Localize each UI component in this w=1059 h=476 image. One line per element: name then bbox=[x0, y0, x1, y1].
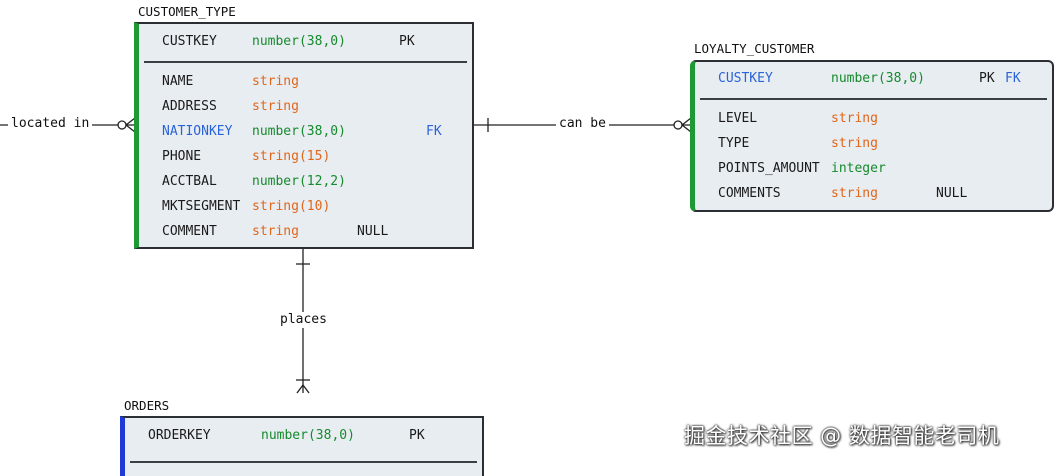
null-marker: NULL bbox=[936, 186, 968, 201]
pk-marker: PK bbox=[979, 71, 995, 86]
fk-marker: FK bbox=[426, 124, 442, 139]
column-name: ACCTBAL bbox=[162, 174, 217, 189]
column-name: LEVEL bbox=[718, 111, 758, 126]
pk-marker: PK bbox=[409, 428, 425, 443]
column-name: NATIONKEY bbox=[162, 124, 233, 139]
pk-marker: PK bbox=[399, 34, 415, 49]
can-be-zero-symbol bbox=[673, 120, 683, 130]
can-be-crow-lower bbox=[681, 124, 692, 133]
orders-title: ORDERS bbox=[124, 398, 170, 413]
column-name: TYPE bbox=[718, 136, 750, 151]
places-crow-left bbox=[296, 384, 304, 394]
column-name: COMMENT bbox=[162, 224, 217, 239]
loyalty-customer-entity[interactable]: CUSTKEY number(38,0) PK FK LEVEL string … bbox=[690, 60, 1054, 212]
column-type: string bbox=[252, 224, 299, 239]
orders-entity[interactable]: ORDERKEY number(38,0) PK bbox=[120, 416, 484, 476]
column-name: CUSTKEY bbox=[718, 71, 773, 86]
column-type: string bbox=[831, 136, 878, 151]
column-name: NAME bbox=[162, 74, 194, 89]
watermark: 掘金技术社区 @ 数据智能老司机 bbox=[684, 424, 1000, 448]
column-name: PHONE bbox=[162, 149, 202, 164]
loyalty-customer-title: LOYALTY_CUSTOMER bbox=[694, 41, 815, 56]
column-type: number(38,0) bbox=[252, 124, 346, 139]
column-name: MKTSEGMENT bbox=[162, 199, 241, 214]
located-in-crow-upper bbox=[125, 117, 136, 126]
column-name: ORDERKEY bbox=[148, 428, 211, 443]
can-be-label: can be bbox=[556, 116, 609, 132]
located-in-label: located in bbox=[8, 116, 93, 132]
column-type: number(38,0) bbox=[831, 71, 925, 86]
places-crow-right bbox=[302, 384, 310, 394]
key-separator bbox=[700, 98, 1047, 100]
fk-marker: FK bbox=[1005, 71, 1021, 86]
key-separator bbox=[144, 61, 467, 63]
located-in-zero-symbol bbox=[117, 120, 127, 130]
column-type: string(15) bbox=[252, 149, 331, 164]
places-label: places bbox=[277, 312, 330, 328]
column-type: string bbox=[831, 186, 878, 201]
column-type: number(38,0) bbox=[252, 34, 346, 49]
located-in-crow-lower bbox=[125, 124, 136, 133]
column-name: ADDRESS bbox=[162, 99, 217, 114]
column-name: CUSTKEY bbox=[162, 34, 217, 49]
column-name: POINTS_AMOUNT bbox=[718, 161, 820, 176]
key-separator bbox=[130, 461, 477, 463]
column-type: string bbox=[831, 111, 878, 126]
column-type: string bbox=[252, 74, 299, 89]
column-type: number(12,2) bbox=[252, 174, 346, 189]
column-name: COMMENTS bbox=[718, 186, 781, 201]
column-type: string(10) bbox=[252, 199, 331, 214]
null-marker: NULL bbox=[357, 224, 389, 239]
customer-type-entity[interactable]: CUSTKEY number(38,0) PK NAME string ADDR… bbox=[134, 22, 474, 249]
column-type: integer bbox=[831, 161, 886, 176]
column-type: number(38,0) bbox=[261, 428, 355, 443]
customer-type-title: CUSTOMER_TYPE bbox=[138, 4, 236, 19]
column-type: string bbox=[252, 99, 299, 114]
can-be-crow-upper bbox=[681, 117, 692, 126]
